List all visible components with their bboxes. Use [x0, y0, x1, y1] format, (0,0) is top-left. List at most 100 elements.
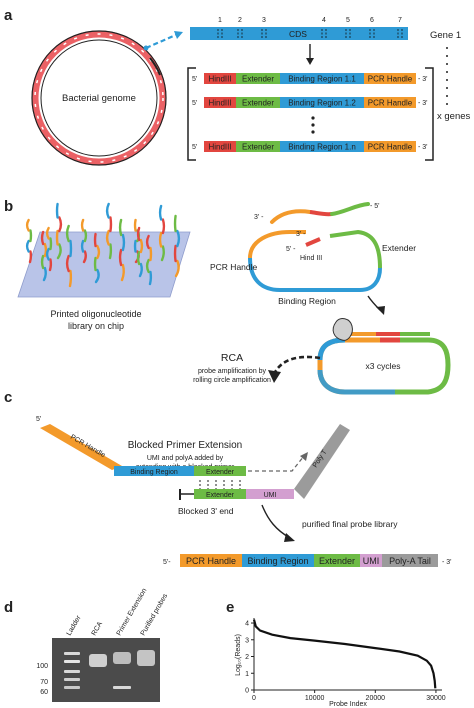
cycles-label: x3 cycles: [366, 361, 401, 371]
c-extension-arrowhead: [300, 452, 308, 461]
cds-label: CDS: [289, 29, 307, 39]
panel-e-letter: e: [226, 599, 234, 616]
cds-number: 2: [238, 17, 242, 24]
probes-bracket-left: [187, 67, 196, 161]
genome-label: Bacterial genome: [62, 93, 136, 104]
circularized-probe: [248, 229, 382, 292]
final-seg-umi: [360, 554, 382, 567]
probe-row-3-pcr: PCR Handle: [368, 143, 413, 152]
genome-to-cds-arrow: [145, 32, 179, 50]
oligo-segment: [42, 266, 47, 282]
oligo-segment: [45, 226, 50, 240]
final-seg-umi-label: UMI: [363, 556, 380, 566]
oligo-segment: [145, 258, 150, 274]
circle-hind-label: Hind III: [300, 255, 322, 262]
oligo-segment: [83, 229, 88, 243]
probe-row-1-3prime: - 3': [418, 76, 428, 83]
chart-x-tick-label: 0: [252, 695, 256, 702]
probe-row-1-5prime: 5': [192, 76, 197, 83]
oligo-segment: [93, 256, 97, 272]
circle-3prime: 3' -: [296, 231, 306, 238]
polymerase-blob: [332, 318, 353, 341]
oligo-segment: [48, 258, 53, 272]
oligo-segment: [45, 247, 50, 261]
oligo-chip: [17, 231, 191, 298]
c-pcr-handle-diagonal: [40, 424, 122, 470]
oligo-segment: [160, 245, 165, 262]
gene-dots: [446, 47, 448, 105]
oligo-segment: [161, 218, 166, 235]
c-5prime: 5': [36, 416, 41, 423]
c-final-5prime: 5'-: [163, 559, 171, 566]
probe-row-1-ext: Extender: [242, 75, 274, 84]
oligo-segment: [158, 231, 163, 248]
rca-circle: [317, 332, 451, 395]
oligo-segment: [29, 229, 33, 243]
oligo-segment: [105, 202, 110, 219]
lane-label-rca: RCA: [91, 620, 105, 637]
linear-probe-5prime: - 5': [370, 203, 380, 210]
gel-bands: [64, 650, 155, 689]
oligo-segment: [82, 250, 87, 264]
oligo-segment: [109, 216, 113, 233]
oligo-segment: [118, 218, 123, 237]
linear-probe: [270, 202, 370, 224]
final-seg-pcr-label: PCR Handle: [186, 556, 236, 566]
oligo-segment: [40, 230, 45, 246]
oligo-segment: [108, 243, 113, 260]
gel-lane-labels: Ladder RCA Primer Extension Purified pro…: [66, 587, 170, 637]
oligo-segment: [56, 243, 62, 260]
c-poly-t-segment: [294, 424, 350, 499]
probe-row-1-pcr: PCR Handle: [368, 75, 413, 84]
oligo-segment: [55, 202, 59, 219]
c-final-arrowhead: [284, 533, 295, 542]
probe-row-3-hind: HindIII: [208, 143, 231, 152]
cds-number: 7: [398, 17, 402, 24]
gene-label: Gene 1: [430, 30, 461, 41]
oligo-segment: [133, 239, 137, 253]
rca-desc-line-1: probe amplification by: [198, 368, 267, 375]
oligo-segment: [138, 262, 143, 278]
c-primer-extender-label: Extender: [206, 492, 235, 499]
oligo-segment: [43, 242, 48, 258]
oligo-segment: [173, 244, 177, 263]
oligo-segment: [174, 259, 180, 278]
oligo-segment: [148, 270, 153, 286]
chart-x-label: Probe Index: [329, 701, 367, 708]
chart-y-tick-label: 2: [245, 654, 249, 661]
chart-y-label: Log₁₀(Reads): [235, 634, 242, 676]
chart-series-line: [252, 619, 437, 689]
chart-y-tick-label: 0: [245, 688, 249, 695]
final-seg-binding: [242, 554, 314, 567]
ladder-mark-70: 70: [40, 679, 48, 686]
genome-to-cds-arrowhead: [174, 31, 183, 39]
chart-y-tick-label: 4: [245, 621, 249, 628]
probe-row-2: 5' HindIII Extender Binding Region 1.2 P…: [192, 97, 428, 108]
c-primer-extender: [194, 489, 246, 499]
oligo-segment: [176, 229, 181, 248]
chip-label-line-2: library on chip: [68, 321, 124, 331]
rca-label: RCA: [221, 352, 243, 364]
oligo-segment: [136, 226, 141, 242]
probe-row-2-pcr: PCR Handle: [368, 99, 413, 108]
oligo-segment: [145, 234, 150, 250]
probe-row-2-bind: Binding Region 1.2: [288, 99, 356, 108]
cds-bar: [190, 27, 408, 40]
genome-locus-dot: [143, 45, 149, 51]
probe-row-2-ext: Extender: [242, 99, 274, 108]
oligo-segment: [58, 216, 63, 233]
cds-down-arrowhead: [306, 58, 314, 65]
chart-x-tick-label: 10000: [305, 695, 325, 702]
bacterial-genome-ring: [31, 30, 167, 166]
c-binding-segment: [114, 466, 194, 476]
oligo-segment: [25, 218, 30, 232]
x-genes-label: x genes: [437, 111, 471, 122]
panel-c-letter: c: [4, 389, 12, 406]
ladder-mark-60: 60: [40, 689, 48, 696]
c-extender-segment: [194, 466, 246, 476]
final-seg-extender: [314, 554, 360, 567]
c-blocked-end-label: Blocked 3' end: [178, 506, 234, 516]
